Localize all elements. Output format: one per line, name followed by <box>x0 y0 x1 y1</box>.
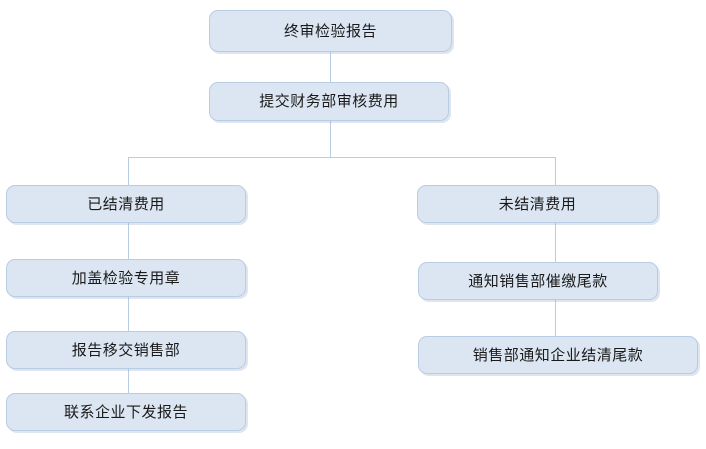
connector-n2-down <box>330 121 331 157</box>
node-fee-unsettled[interactable]: 未结清费用 <box>417 185 658 223</box>
connector-branch-bar <box>128 157 556 158</box>
node-label: 已结清费用 <box>87 194 165 213</box>
connector-branch-right-drop <box>555 157 556 185</box>
connector-n5-n7 <box>128 297 129 331</box>
node-label: 未结清费用 <box>498 194 577 213</box>
node-label: 终审检验报告 <box>283 21 377 40</box>
connector-n4-n6 <box>555 223 556 262</box>
node-label: 销售部通知企业结清尾款 <box>472 345 644 364</box>
connector-n7-n9 <box>128 369 129 393</box>
node-label: 联系企业下发报告 <box>63 402 188 421</box>
connector-n1-n2 <box>330 52 331 82</box>
node-submit-finance-review-fee[interactable]: 提交财务部审核费用 <box>209 82 449 121</box>
node-fee-settled[interactable]: 已结清费用 <box>6 185 246 223</box>
node-notify-sales-collect-balance[interactable]: 通知销售部催缴尾款 <box>418 262 658 300</box>
connector-n6-n8 <box>555 300 556 336</box>
node-label: 提交财务部审核费用 <box>259 92 399 110</box>
node-affix-inspection-seal[interactable]: 加盖检验专用章 <box>6 259 246 297</box>
node-label: 报告移交销售部 <box>71 340 181 359</box>
connector-n3-n5 <box>128 223 129 259</box>
node-transfer-report-to-sales[interactable]: 报告移交销售部 <box>6 331 246 369</box>
node-contact-company-issue-report[interactable]: 联系企业下发报告 <box>6 393 246 431</box>
node-label: 通知销售部催缴尾款 <box>468 271 608 290</box>
node-final-inspection-report[interactable]: 终审检验报告 <box>209 10 452 52</box>
node-label: 加盖检验专用章 <box>71 268 181 287</box>
connector-branch-left-drop <box>128 157 129 185</box>
node-sales-notify-company-settle[interactable]: 销售部通知企业结清尾款 <box>418 336 698 374</box>
